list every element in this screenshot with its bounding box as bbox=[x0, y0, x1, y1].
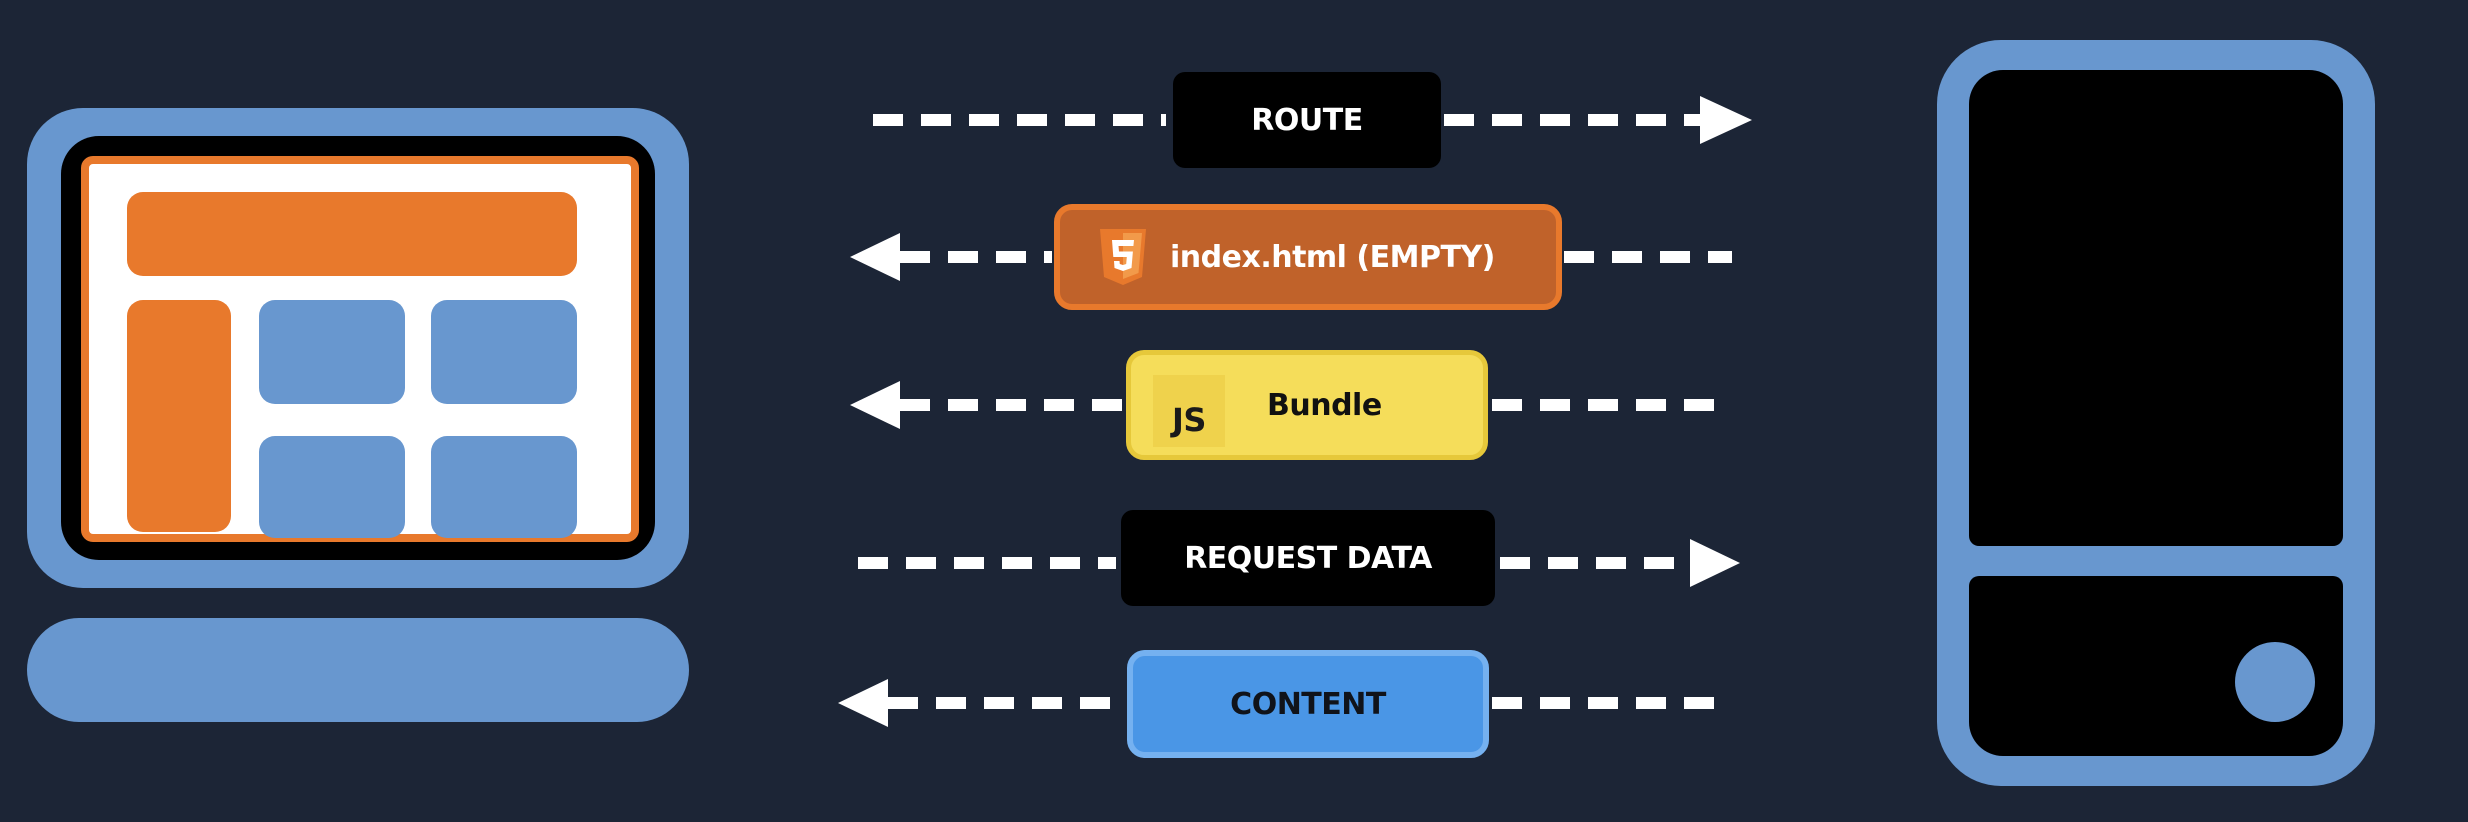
index-arrowhead bbox=[850, 233, 900, 281]
content-arrowhead bbox=[838, 679, 888, 727]
page-header-block bbox=[127, 192, 577, 276]
js-icon: JS bbox=[1153, 375, 1225, 447]
request-data-label-text: REQUEST DATA bbox=[1184, 540, 1432, 576]
index-html-label: index.html (EMPTY) bbox=[1054, 204, 1562, 310]
content-label-text: CONTENT bbox=[1230, 686, 1386, 722]
route-arrowhead bbox=[1700, 96, 1752, 144]
html5-icon bbox=[1100, 229, 1146, 285]
bundle-arrowhead bbox=[850, 381, 900, 429]
page-card-block bbox=[431, 436, 577, 538]
phone-home-button bbox=[2235, 642, 2315, 722]
laptop-base bbox=[27, 618, 689, 722]
bundle-label: JS Bundle bbox=[1126, 350, 1488, 460]
route-label: ROUTE bbox=[1173, 72, 1441, 168]
page-card-block bbox=[259, 436, 405, 538]
laptop-bezel bbox=[61, 136, 655, 560]
request-arrowhead bbox=[1690, 539, 1740, 587]
page-sidebar-block bbox=[127, 300, 231, 532]
page-card-block bbox=[431, 300, 577, 404]
page-card-block bbox=[259, 300, 405, 404]
phone-bottom-panel bbox=[1969, 576, 2343, 756]
phone-icon bbox=[1937, 40, 2375, 786]
request-data-label: REQUEST DATA bbox=[1121, 510, 1495, 606]
phone-screen bbox=[1969, 70, 2343, 546]
bundle-label-text: Bundle bbox=[1267, 387, 1382, 423]
laptop-display bbox=[81, 156, 639, 542]
content-label: CONTENT bbox=[1127, 650, 1489, 758]
laptop-icon bbox=[27, 108, 689, 588]
index-html-label-text: index.html (EMPTY) bbox=[1170, 239, 1495, 275]
route-label-text: ROUTE bbox=[1251, 102, 1363, 138]
